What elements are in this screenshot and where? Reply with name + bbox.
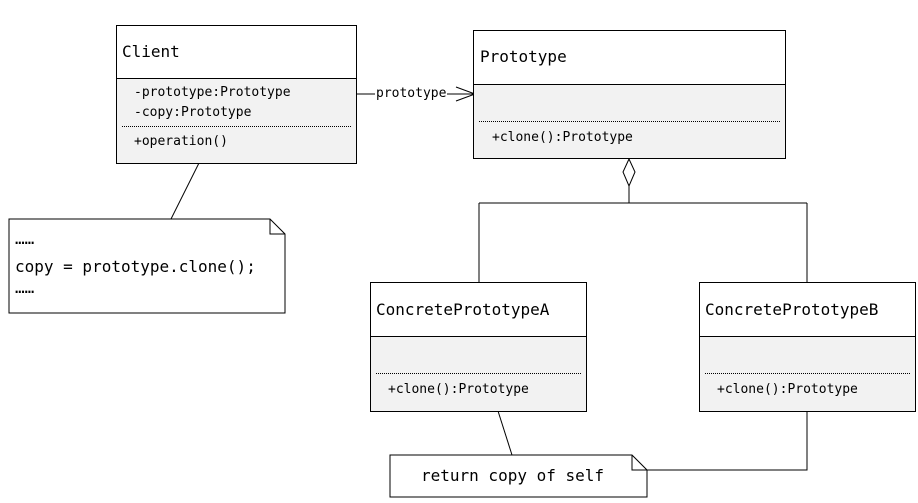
- client-attribute: -copy:Prototype: [134, 105, 252, 120]
- concrete-note-shape: [389, 454, 648, 498]
- prototype-class-header: Prototype: [474, 31, 785, 85]
- client-note-line: ……: [15, 229, 35, 248]
- concrete-a-operation: +clone():Prototype: [388, 382, 529, 397]
- concrete-b-class-header: ConcretePrototypeB: [700, 283, 915, 337]
- concrete-b-divider: [705, 373, 910, 374]
- prototype-divider: [479, 121, 780, 122]
- association-label: prototype: [375, 86, 448, 101]
- prototype-class-name: Prototype: [480, 47, 567, 66]
- concrete-prototype-a-class[interactable]: ConcretePrototypeA +clone():Prototype: [370, 282, 587, 412]
- client-class[interactable]: Client -prototype:Prototype -copy:Protot…: [116, 25, 357, 164]
- concrete-b-class-name: ConcretePrototypeB: [705, 300, 879, 319]
- client-operation: +operation(): [134, 134, 228, 149]
- prototype-class-body: +clone():Prototype: [474, 85, 785, 158]
- client-class-header: Client: [117, 26, 356, 79]
- aggregation-diamond: [622, 157, 636, 188]
- concrete-a-class-body: +clone():Prototype: [371, 337, 586, 411]
- concrete-note-fold: [631, 455, 647, 471]
- client-note-fold: [269, 219, 285, 235]
- concrete-note-text: return copy of self: [421, 466, 605, 485]
- concrete-b-note-anchor: [647, 411, 808, 471]
- concrete-b-operation: +clone():Prototype: [717, 382, 858, 397]
- client-note-anchor: [170, 162, 200, 220]
- concrete-a-class-header: ConcretePrototypeA: [371, 283, 586, 337]
- client-attribute: -prototype:Prototype: [134, 85, 291, 100]
- client-class-name: Client: [122, 42, 180, 61]
- concrete-b-class-body: +clone():Prototype: [700, 337, 915, 411]
- client-class-body: -prototype:Prototype -copy:Prototype +op…: [117, 79, 356, 163]
- client-note-shape: [8, 218, 286, 314]
- client-divider: [122, 126, 351, 127]
- concrete-a-class-name: ConcretePrototypeA: [376, 300, 550, 319]
- concrete-a-note-anchor: [497, 410, 513, 456]
- concrete-prototype-b-class[interactable]: ConcretePrototypeB +clone():Prototype: [699, 282, 916, 412]
- prototype-operation: +clone():Prototype: [492, 130, 633, 145]
- concrete-a-divider: [376, 373, 581, 374]
- client-note-line: copy = prototype.clone();: [15, 257, 256, 276]
- client-note-line: ……: [15, 278, 35, 297]
- prototype-class[interactable]: Prototype +clone():Prototype: [473, 30, 786, 159]
